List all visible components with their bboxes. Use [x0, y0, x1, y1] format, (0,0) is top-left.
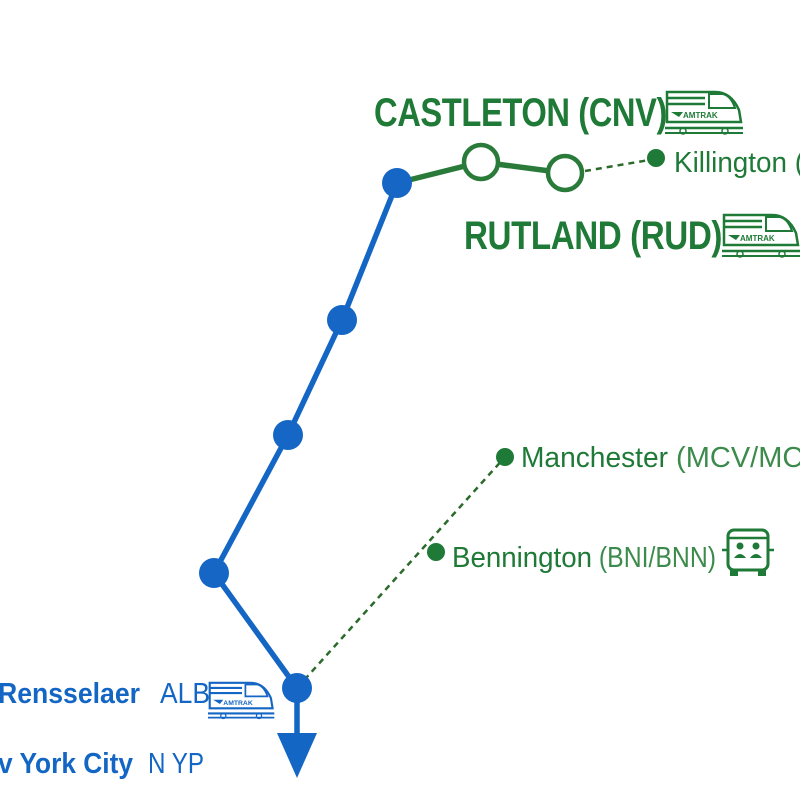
nyc-label: v York City — [0, 748, 133, 780]
amtrak-badge-text: AMTRAK — [683, 111, 718, 120]
bennington-label: Bennington (BNI/BNN) — [452, 542, 716, 574]
castleton-amtrak-train-icon: AMTRAK — [663, 90, 745, 136]
albany-station-dot[interactable] — [282, 673, 312, 703]
castleton-station-dot[interactable] — [461, 142, 501, 182]
castleton-label: CASTLETON (CNV) — [374, 91, 667, 135]
bennington-code: (BNI/BNN) — [592, 542, 716, 574]
manchester-dot[interactable] — [496, 448, 514, 466]
station-dot[interactable] — [273, 420, 303, 450]
main-rail-line — [211, 180, 400, 743]
manchester-name: Manchester — [521, 442, 668, 474]
station-dot[interactable] — [382, 168, 412, 198]
manchester-label: Manchester (MCV/MCC — [521, 442, 800, 474]
rutland-amtrak-train-icon: AMTRAK — [720, 213, 800, 259]
killington-label: Killington ( — [674, 147, 800, 179]
arrow-down-icon — [277, 733, 317, 778]
killington-connector — [584, 157, 656, 173]
albany-code: ALB — [160, 678, 210, 710]
amtrak-badge-text: AMTRAK — [740, 234, 775, 243]
bus-icon — [722, 528, 774, 576]
bennington-manchester-connector — [296, 456, 506, 689]
nyc-code: N YP — [148, 748, 204, 780]
amtrak-badge-text: AMTRAK — [223, 700, 253, 707]
albany-amtrak-train-icon: AMTRAK — [206, 681, 276, 720]
bennington-dot[interactable] — [427, 543, 445, 561]
manchester-code: (MCV/MCC — [668, 442, 800, 474]
rutland-station-dot[interactable] — [545, 153, 585, 193]
station-dot[interactable] — [327, 305, 357, 335]
station-dot[interactable] — [199, 558, 229, 588]
albany-label: Rensselaer — [0, 678, 140, 710]
killington-dot[interactable] — [647, 149, 665, 167]
rutland-label: RUTLAND (RUD) — [464, 214, 722, 258]
bennington-name: Bennington — [452, 542, 592, 574]
